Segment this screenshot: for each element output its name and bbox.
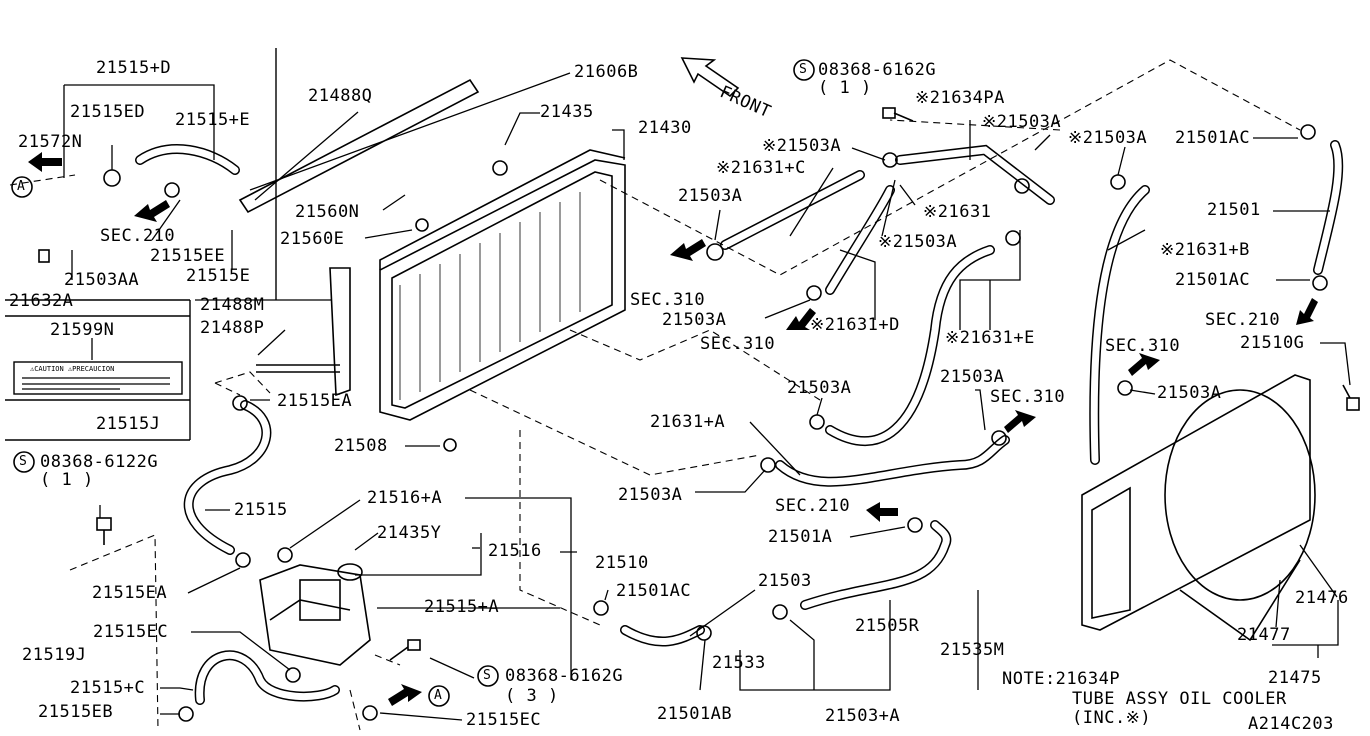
part-label-21515EA-bot: 21515EA [92, 583, 168, 603]
part-label-21515-A: 21515+A [424, 597, 500, 617]
reservoir-tank [259, 547, 371, 666]
part-label-21515J: 21515J [96, 414, 161, 434]
part-label-21606B: 21606B [574, 62, 639, 82]
note-tube-assy-oil-cooler: TUBE ASSY OIL COOLER [1072, 689, 1287, 709]
part-label-08368-6162G-top: 08368-6162G [818, 60, 937, 80]
note-label: NOTE:21634P [1002, 669, 1121, 689]
section-ref-sec310-3: SEC.310 [1105, 336, 1181, 356]
part-label-21632A: 21632A [9, 291, 74, 311]
quantity-label-top: ( 1 ) [818, 78, 872, 98]
part-label-21503A-r1: ※21503A [982, 112, 1062, 132]
part-label-21501AC-top: 21501AC [1175, 128, 1251, 148]
part-label-21510: 21510 [595, 553, 649, 573]
part-label-21560E: 21560E [280, 229, 345, 249]
hoses [135, 140, 1344, 705]
caution-label-text: ⚠CAUTION ⚠PRECAUCION [30, 365, 115, 373]
radiator-core [238, 78, 626, 421]
part-label-21503A-m2: ※21503A [878, 232, 958, 252]
part-label-21503A-r2: ※21503A [1068, 128, 1148, 148]
quantity-label-bot: ( 3 ) [505, 686, 559, 706]
part-label-21503A-right: 21503A [1157, 383, 1222, 403]
part-label-21488P: 21488P [200, 318, 265, 338]
part-label-21631-E: ※21631+E [945, 328, 1035, 348]
part-label-21430: 21430 [638, 118, 692, 138]
dashed-reference-lines [9, 59, 1301, 731]
diagram-code: A214C203 [1248, 714, 1334, 734]
part-label-21515E: 21515E [186, 266, 251, 286]
part-label-21535M: 21535M [940, 640, 1005, 660]
part-label-21515EE: 21515EE [150, 246, 226, 266]
part-label-21631-D: ※21631+D [810, 315, 900, 335]
part-label-21515ED: 21515ED [70, 102, 146, 122]
bolts [38, 107, 1360, 661]
part-label-08368-6122G: 08368-6122G [40, 452, 159, 472]
caution-label-plate [22, 377, 170, 390]
part-label-21515EC-bot: 21515EC [466, 710, 542, 730]
part-label-21515EC-top: 21515EC [93, 622, 169, 642]
bolt-marker-s-left: S [19, 454, 28, 469]
part-label-21503A-plain2: 21503A [662, 310, 727, 330]
part-label-21560N: 21560N [295, 202, 360, 222]
note-included-marker: (INC.※) [1072, 708, 1152, 728]
part-label-21503A-c3: 21503A [618, 485, 683, 505]
part-label-21501A: 21501A [768, 527, 833, 547]
part-label-21503-A-plus: 21503+A [825, 706, 901, 726]
section-ref-sec210-left: SEC.210 [100, 226, 176, 246]
direction-arrows [28, 57, 1318, 706]
part-label-21503A-m1: ※21503A [762, 136, 842, 156]
part-label-21631: ※21631 [923, 202, 992, 222]
part-label-21503: 21503 [758, 571, 812, 591]
circle-markers [11, 59, 815, 707]
part-label-21488M: 21488M [200, 295, 265, 315]
part-label-21503AA: 21503AA [64, 270, 140, 290]
part-label-21519J: 21519J [22, 645, 87, 665]
left-inset-frame [5, 48, 277, 441]
part-label-21501AC-bot: 21501AC [616, 581, 692, 601]
part-label-21505R: 21505R [855, 616, 920, 636]
part-label-21508: 21508 [334, 436, 388, 456]
marker-a-bot: A [434, 688, 443, 703]
bolt-marker-s-top: S [799, 62, 808, 77]
part-label-21503A-plain1: 21503A [678, 186, 743, 206]
part-label-21435Y: 21435Y [377, 523, 442, 543]
part-label-08368-6162G-bot: 08368-6162G [505, 666, 624, 686]
part-label-21477: 21477 [1237, 625, 1291, 645]
part-label-21515-D: 21515+D [96, 58, 172, 78]
part-label-21501AB: 21501AB [657, 704, 733, 724]
section-ref-sec310-2: SEC.310 [700, 334, 776, 354]
leader-lines [63, 72, 1351, 721]
part-label-21599N: 21599N [50, 320, 115, 340]
part-label-21516-A: 21516+A [367, 488, 443, 508]
part-label-21631-C: ※21631+C [716, 158, 806, 178]
part-label-21488Q: 21488Q [308, 86, 373, 106]
part-label-21475: 21475 [1268, 668, 1322, 688]
part-label-21501: 21501 [1207, 200, 1261, 220]
part-label-21501AC-mid: 21501AC [1175, 270, 1251, 290]
part-label-21631-A: 21631+A [650, 412, 726, 432]
part-label-21510G: 21510G [1240, 333, 1305, 353]
section-ref-sec310-4: SEC.310 [990, 387, 1066, 407]
part-label-21516: 21516 [488, 541, 542, 561]
part-label-21533: 21533 [712, 653, 766, 673]
part-label-21476: 21476 [1295, 588, 1349, 608]
part-label-21631-B: ※21631+B [1160, 240, 1250, 260]
marker-a-left: A [17, 179, 26, 194]
part-label-21572N: 21572N [18, 132, 83, 152]
part-label-21515: 21515 [234, 500, 288, 520]
section-ref-sec210-mid: SEC.210 [775, 496, 851, 516]
quantity-label-left: ( 1 ) [40, 470, 94, 490]
bolt-marker-s-bot: S [483, 668, 492, 683]
fan-shroud [1081, 374, 1316, 642]
section-ref-sec310-1: SEC.310 [630, 290, 706, 310]
part-label-21503A-c2: 21503A [940, 367, 1005, 387]
part-label-21515EA-top: 21515EA [277, 391, 353, 411]
part-label-21515-C: 21515+C [70, 678, 146, 698]
part-label-21515EB: 21515EB [38, 702, 114, 722]
part-label-21634PA: ※21634PA [915, 88, 1005, 108]
section-ref-sec210-right: SEC.210 [1205, 310, 1281, 330]
part-label-21503A-c1: 21503A [787, 378, 852, 398]
part-label-21515-E-plus: 21515+E [175, 110, 251, 130]
part-label-21435: 21435 [540, 102, 594, 122]
